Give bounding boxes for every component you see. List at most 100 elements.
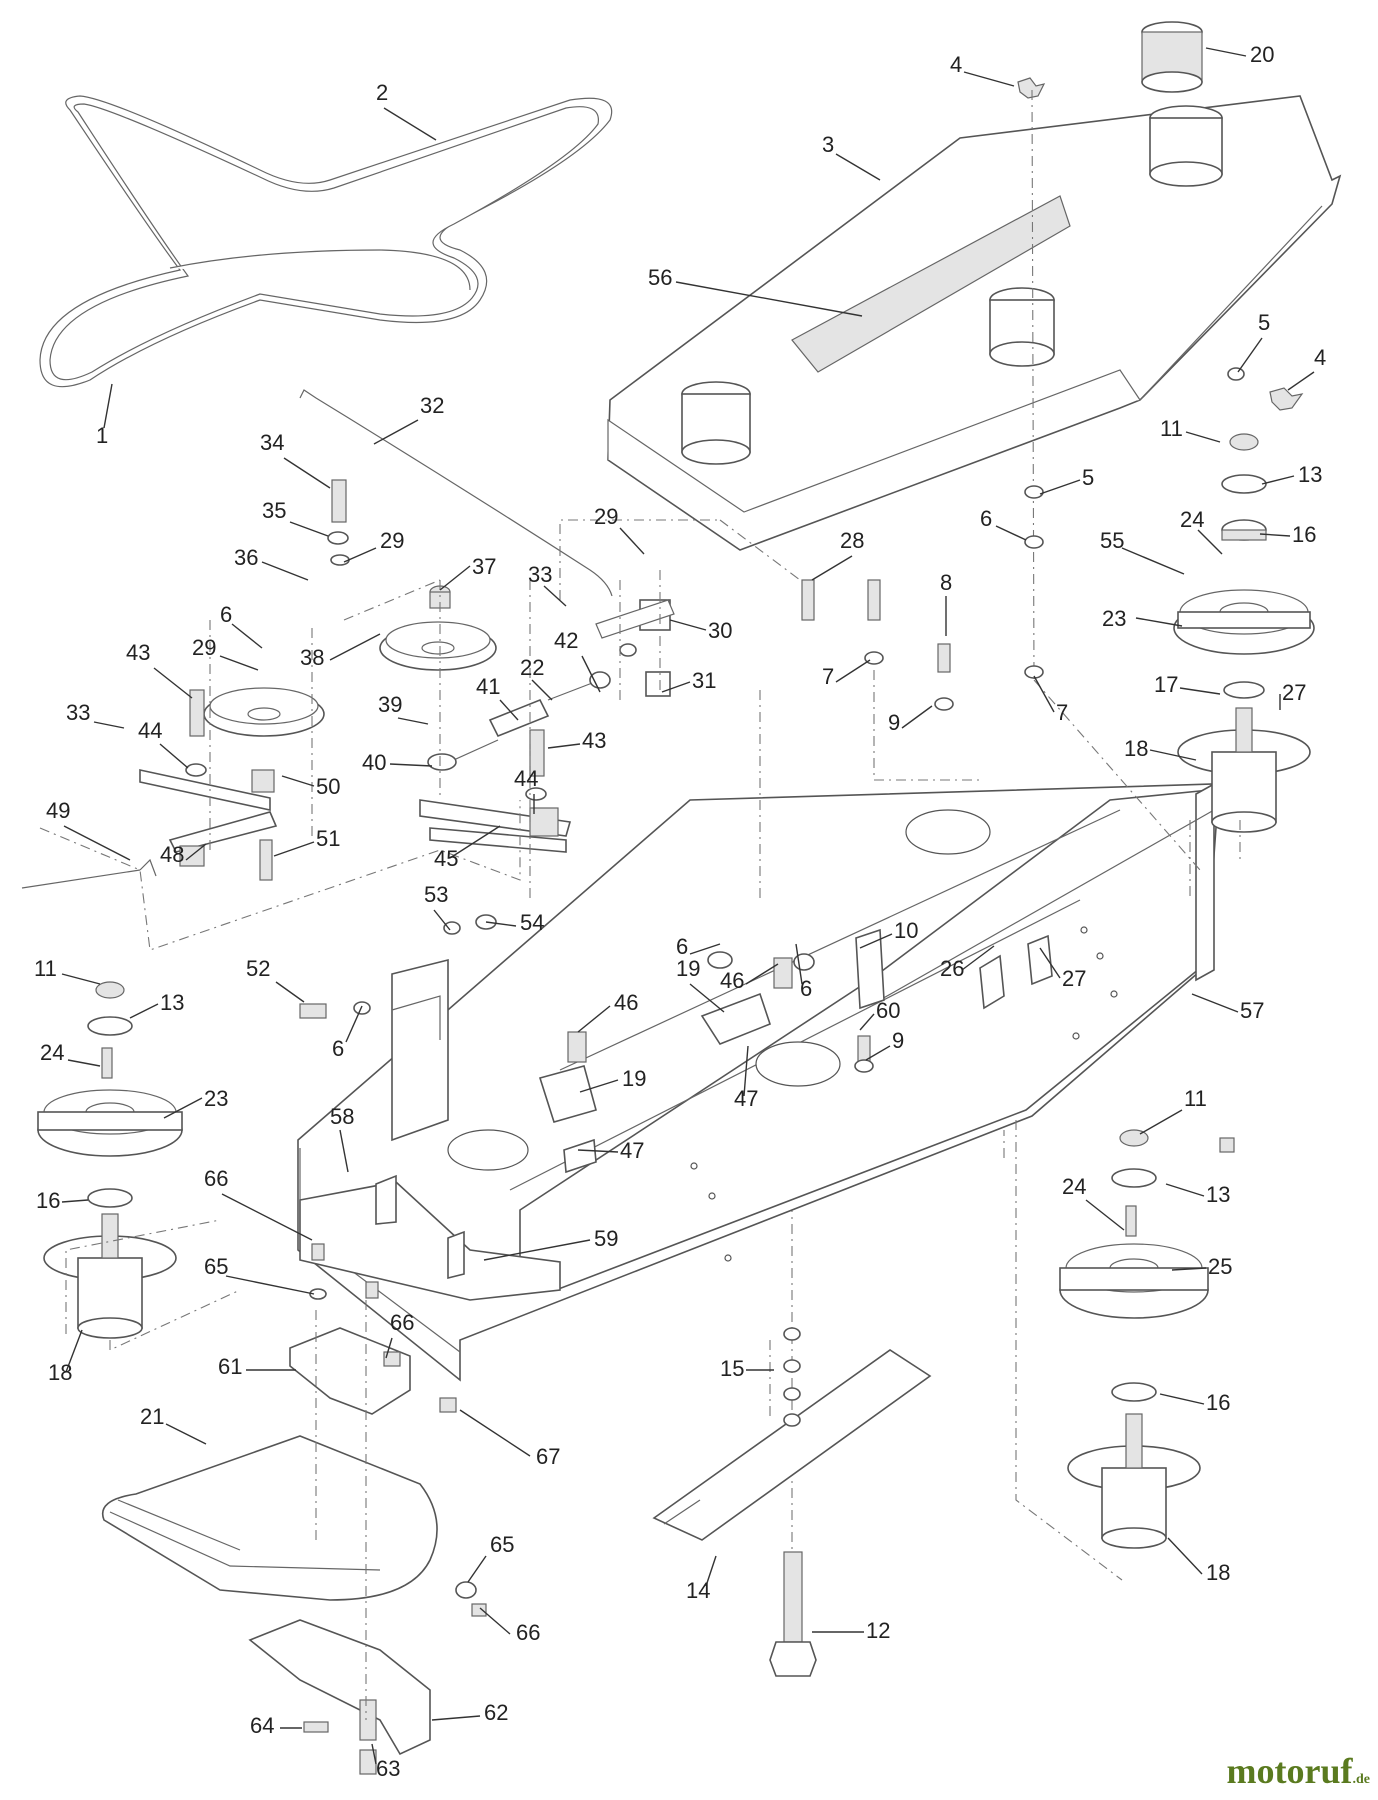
leader-line-l25 [1171, 1267, 1207, 1271]
leader-line-l57 [1191, 993, 1239, 1013]
leader-line-l43a [153, 667, 193, 699]
leader-line-l23a [1135, 617, 1183, 627]
part-label-l16c: 16 [1206, 1390, 1230, 1415]
leader-line-l18c [1167, 1537, 1203, 1575]
part-label-l65b: 65 [490, 1532, 514, 1557]
part-label-l34: 34 [260, 430, 284, 455]
part-label-l62: 62 [484, 1700, 508, 1725]
leader-line-l6b [231, 623, 263, 649]
leader-line-l46a [745, 963, 779, 985]
part-label-l20: 20 [1250, 42, 1274, 67]
part-label-l59: 59 [594, 1226, 618, 1251]
leader-line-l30 [669, 619, 707, 631]
leader-line-l31 [661, 681, 691, 693]
leader-line-l11c [1139, 1109, 1183, 1135]
leader-line-l49 [63, 825, 131, 861]
leader-line-l55 [1121, 547, 1185, 575]
leader-line-l16b [61, 1199, 89, 1203]
leader-line-l5a [1237, 337, 1263, 373]
spacers [783, 1327, 801, 1427]
leader-line-l13a [1261, 475, 1295, 485]
part-label-l56: 56 [648, 265, 672, 290]
part-label-l6a: 6 [980, 506, 992, 531]
leader-line-l65a [225, 1275, 315, 1295]
part-label-l8: 8 [940, 570, 952, 595]
part-label-l38: 38 [300, 645, 324, 670]
leader-line-l26 [961, 945, 995, 971]
leader-line-l4a [963, 71, 1015, 87]
pulley-38 [203, 687, 325, 793]
part-label-l7b: 7 [1056, 700, 1068, 725]
leader-line-l44a [159, 743, 189, 769]
leader-line-l29c [219, 655, 259, 671]
part-label-l33b: 33 [66, 700, 90, 725]
leader-line-l48 [185, 843, 207, 861]
leader-line-l47b [577, 1149, 619, 1153]
leader-line-l9b [865, 1045, 891, 1061]
part-label-l13b: 13 [160, 990, 184, 1015]
part-label-l14: 14 [686, 1578, 710, 1603]
leader-line-l18b [65, 1329, 83, 1373]
part-label-l66a: 66 [204, 1166, 228, 1191]
pulley-stack-left [37, 981, 183, 1339]
leader-line-l52 [275, 981, 305, 1003]
leader-line-l16c [1159, 1393, 1205, 1405]
leader-line-l11a [1185, 431, 1221, 443]
deflector-chute [101, 1435, 438, 1601]
leader-line-l32 [373, 419, 419, 445]
part-label-l47b: 47 [620, 1138, 644, 1163]
part-label-l47a: 47 [734, 1086, 758, 1111]
leader-line-l41 [499, 699, 519, 721]
part-label-l46a: 46 [720, 968, 744, 993]
part-label-l22: 22 [520, 655, 544, 680]
leader-line-l66a [221, 1193, 313, 1241]
leader-line-l27b [1039, 947, 1061, 979]
leader-line-l19b [579, 1079, 619, 1093]
part-label-l11a: 11 [1160, 416, 1183, 441]
part-label-l25: 25 [1208, 1254, 1232, 1279]
leader-line-l5b [1039, 479, 1081, 495]
part-label-l24c: 24 [1062, 1174, 1086, 1199]
leader-line-l46b [577, 1005, 611, 1033]
pulley-37 [379, 585, 497, 671]
leader-line-l11b [61, 973, 101, 985]
part-label-l48: 48 [160, 842, 184, 867]
part-label-l16b: 16 [36, 1188, 60, 1213]
part-label-l32: 32 [420, 393, 444, 418]
part-label-l57: 57 [1240, 998, 1264, 1023]
part-label-l27b: 27 [1062, 966, 1086, 991]
leader-line-l6e [345, 1005, 363, 1043]
part-label-l49: 49 [46, 798, 70, 823]
part-label-l55: 55 [1100, 528, 1124, 553]
leader-line-l14 [705, 1555, 717, 1587]
part-label-l21: 21 [140, 1404, 164, 1429]
leader-line-l38 [329, 633, 381, 661]
leader-line-l7a [835, 659, 871, 683]
leader-line-l36 [261, 561, 309, 581]
hinge-bracket-62 [248, 1619, 431, 1756]
part-label-l36: 36 [234, 545, 258, 570]
part-label-l4a: 4 [950, 52, 962, 77]
part-label-l29a: 29 [380, 528, 404, 553]
part-label-l40: 40 [362, 750, 386, 775]
part-label-l33a: 33 [528, 562, 552, 587]
part-label-l24a: 24 [1180, 507, 1204, 532]
part-label-l18c: 18 [1206, 1560, 1230, 1585]
knob-4-top [1017, 77, 1046, 99]
leader-line-l67 [459, 1409, 531, 1457]
part-label-l26: 26 [940, 956, 964, 981]
leader-line-l39 [397, 717, 429, 725]
leader-line-l20 [1205, 47, 1247, 57]
part-label-l17: 17 [1154, 672, 1178, 697]
front-bracket [299, 1174, 561, 1301]
leader-line-l58 [339, 1129, 349, 1173]
part-label-l5b: 5 [1082, 465, 1094, 490]
leader-line-l51 [273, 841, 315, 857]
bolt-12 [769, 1551, 817, 1677]
part-label-l6c: 6 [676, 934, 688, 959]
part-label-l65a: 65 [204, 1254, 228, 1279]
assembly-guides [39, 519, 1241, 1720]
leader-line-l13c [1165, 1183, 1205, 1197]
leader-line-l33a [543, 585, 567, 607]
leader-line-l19a [689, 983, 725, 1013]
